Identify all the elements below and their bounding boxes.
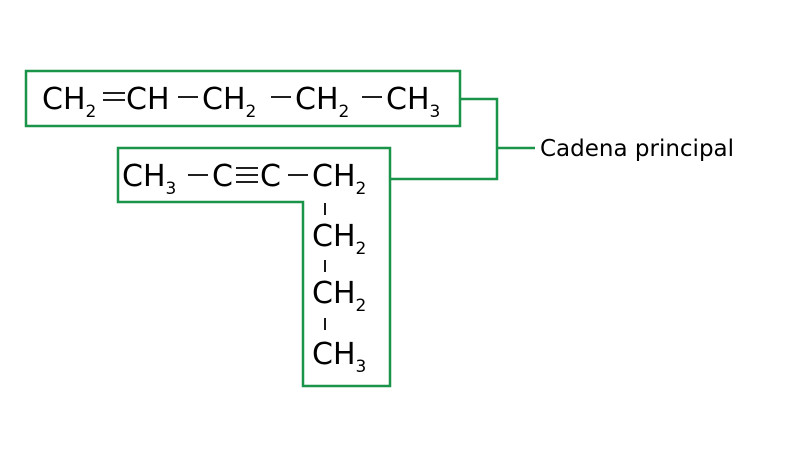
group-c: C bbox=[212, 159, 233, 194]
group-ch2: CH2 bbox=[295, 82, 349, 122]
group-ch3: CH3 bbox=[386, 82, 440, 122]
group-ch: CH bbox=[126, 82, 170, 117]
double-bond bbox=[103, 92, 125, 101]
group-ch2: CH2 bbox=[42, 82, 96, 122]
group-ch2: CH2 bbox=[312, 159, 366, 199]
molecule-2: CH3 C C CH2 CH2 CH2 CH3 bbox=[122, 159, 366, 377]
main-chain-box-bottom bbox=[116, 146, 392, 388]
group-c: C bbox=[260, 159, 281, 194]
group-ch3: CH3 bbox=[122, 159, 176, 199]
group-ch2: CH2 bbox=[312, 276, 366, 316]
bracket-connector bbox=[390, 97, 499, 181]
group-ch2: CH2 bbox=[312, 219, 366, 259]
molecule-1: CH2 CH CH2 CH2 CH3 bbox=[42, 82, 440, 122]
group-ch3: CH3 bbox=[312, 337, 366, 377]
group-ch2: CH2 bbox=[202, 82, 256, 122]
main-chain-label: Cadena principal bbox=[540, 136, 734, 162]
triple-bond bbox=[236, 167, 258, 183]
